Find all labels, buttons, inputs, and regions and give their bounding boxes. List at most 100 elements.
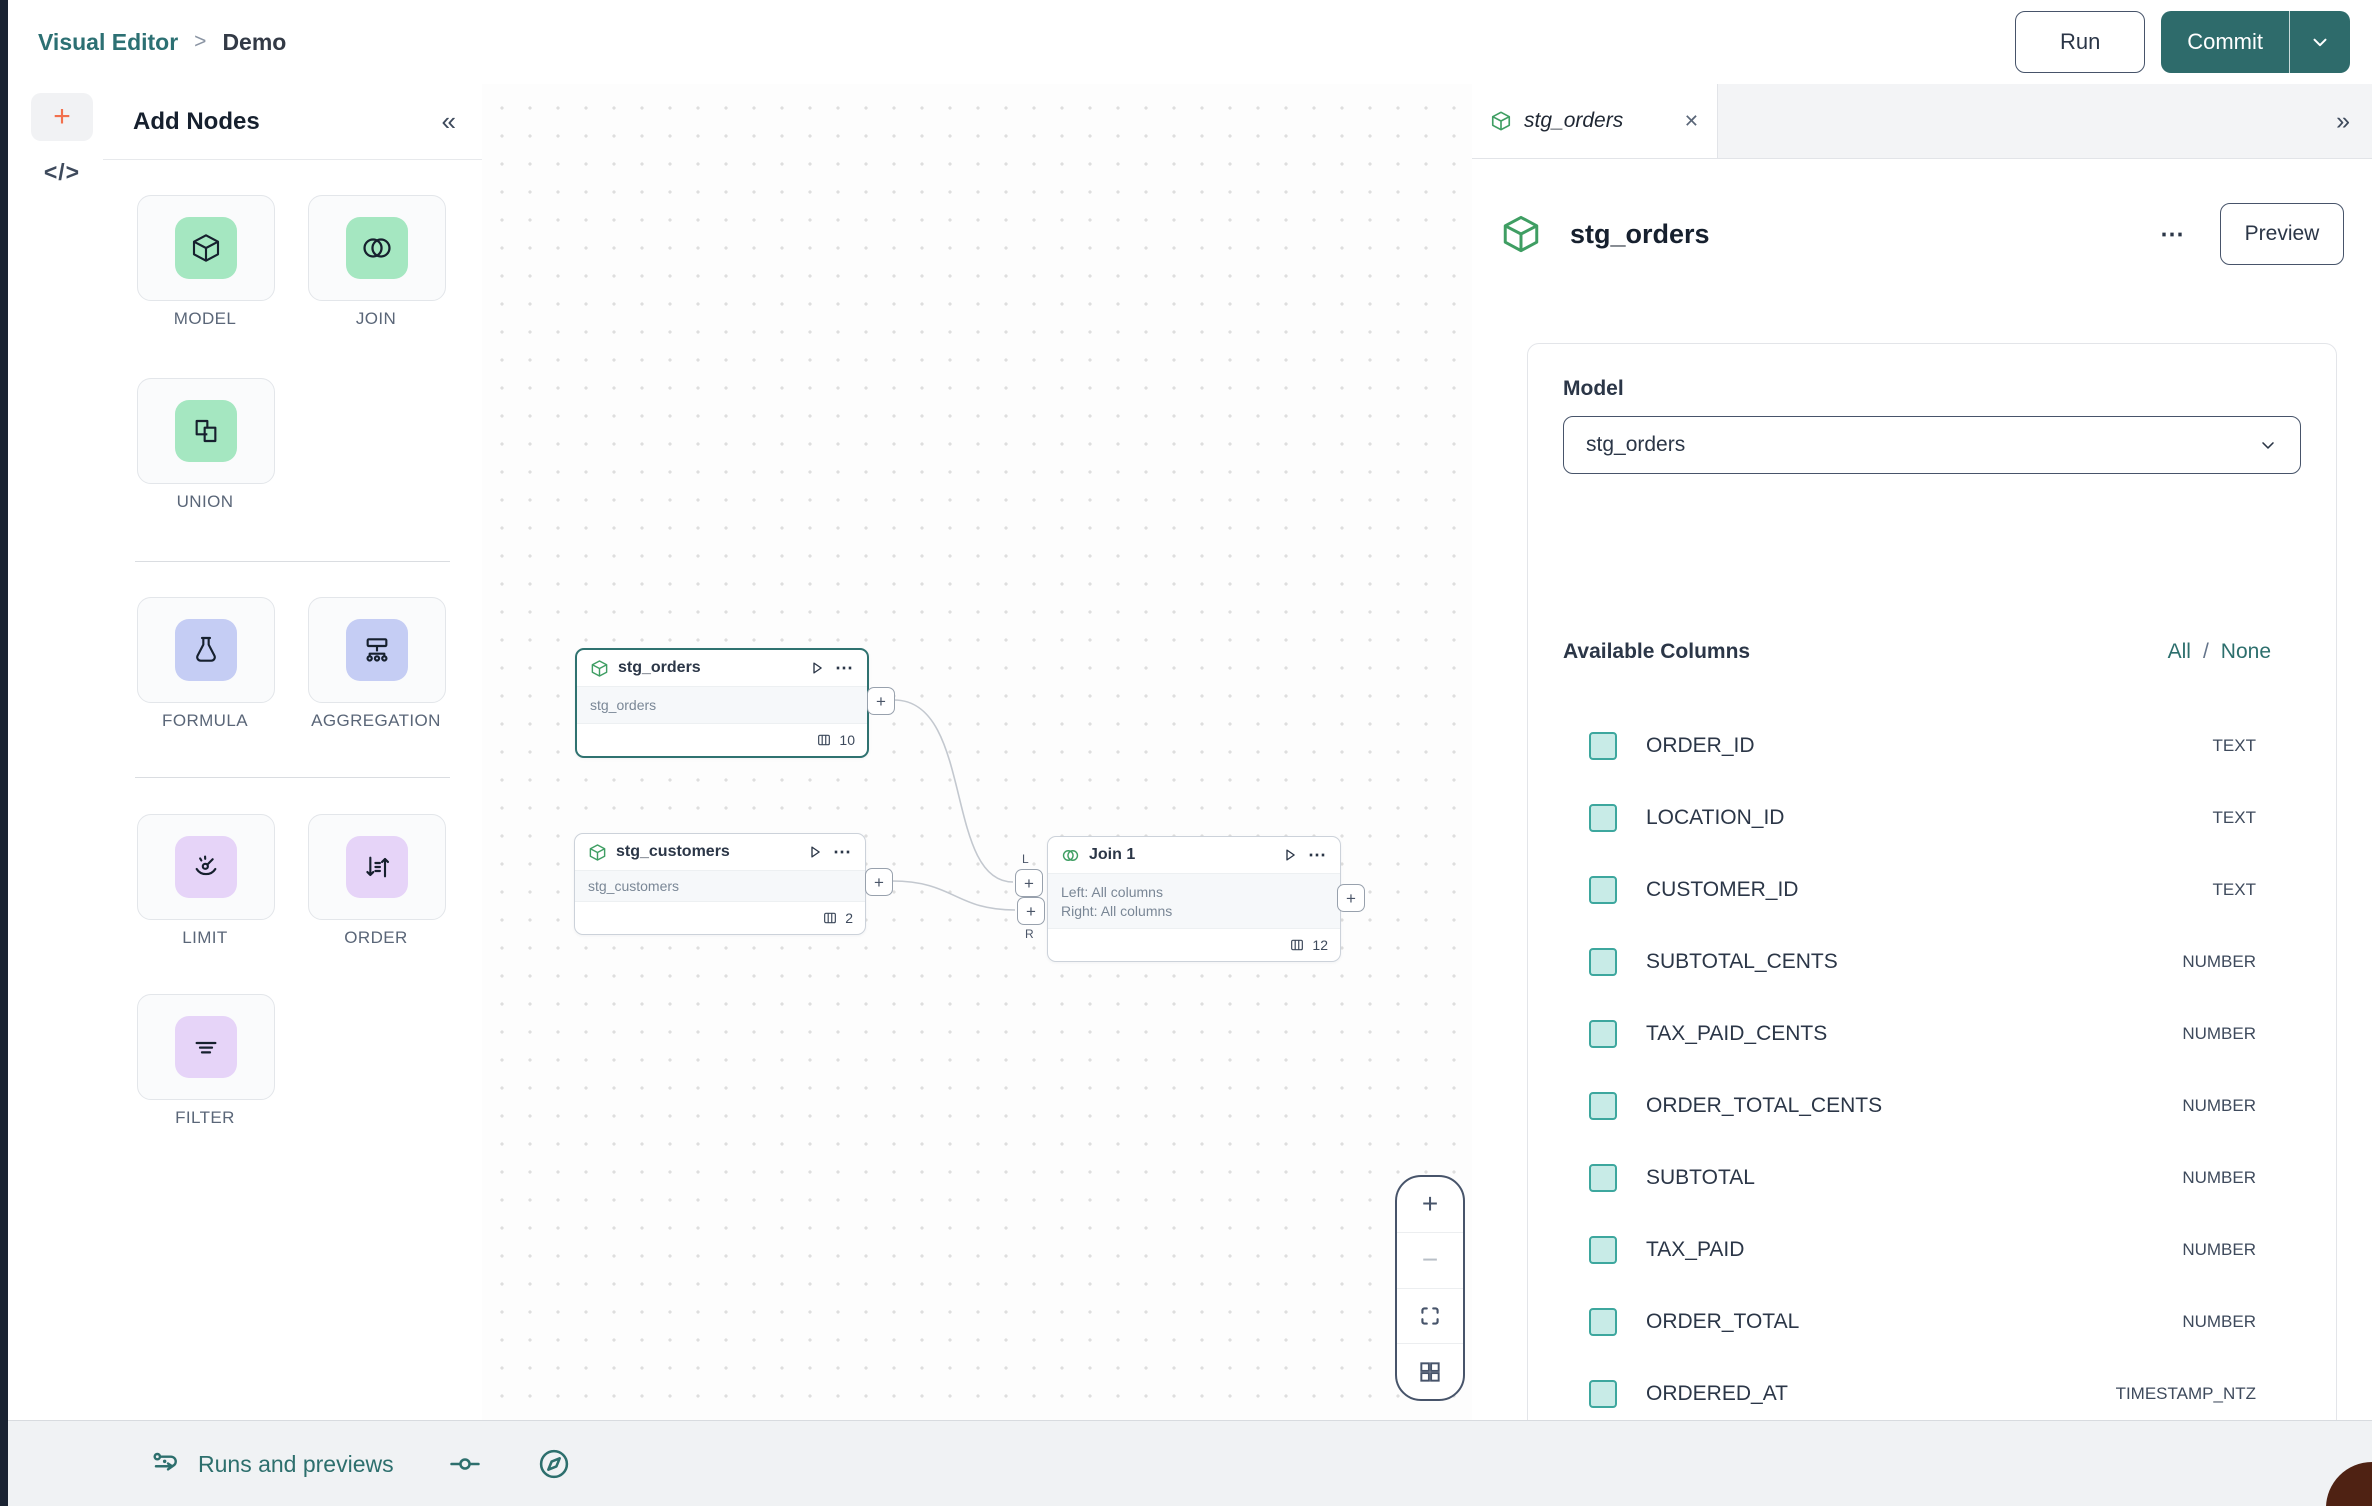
canvas-node-join-1[interactable]: Join 1 ⋯ Left: All columns Right: All co… xyxy=(1047,836,1341,962)
select-none-link[interactable]: None xyxy=(2221,640,2271,664)
node-menu-icon[interactable]: ⋯ xyxy=(1308,845,1327,866)
column-checkbox[interactable] xyxy=(1589,1164,1617,1192)
left-icon-rail: + </> xyxy=(8,84,104,1420)
palette-item-order[interactable]: ORDER xyxy=(308,814,444,920)
join-left-port-label: L xyxy=(1022,852,1029,866)
column-checkbox[interactable] xyxy=(1589,1380,1617,1408)
model-select-value: stg_orders xyxy=(1586,433,2258,457)
stg-customers-output-port[interactable]: + xyxy=(865,868,893,896)
tab-stg-orders[interactable]: stg_orders ✕ xyxy=(1472,84,1718,158)
breadcrumb: Visual Editor > Demo xyxy=(38,29,286,56)
zoom-in-button[interactable]: + xyxy=(1397,1177,1463,1232)
palette-item-filter[interactable]: FILTER xyxy=(137,994,273,1100)
node-menu-icon[interactable]: ⋯ xyxy=(835,658,854,679)
columns-icon xyxy=(1289,937,1305,953)
column-checkbox[interactable] xyxy=(1589,732,1617,760)
select-separator: / xyxy=(2203,640,2209,664)
fit-view-button[interactable] xyxy=(1397,1288,1463,1344)
palette-item-join[interactable]: JOIN xyxy=(308,195,444,301)
close-tab-icon[interactable]: ✕ xyxy=(1684,111,1699,132)
topbar-actions: Run Commit xyxy=(2015,11,2350,73)
top-bar: Visual Editor > Demo Run Commit xyxy=(8,0,2372,85)
column-type: TEXT xyxy=(2213,736,2256,756)
preview-button[interactable]: Preview xyxy=(2220,203,2344,265)
column-type: TIMESTAMP_NTZ xyxy=(2116,1384,2256,1404)
model-select[interactable]: stg_orders xyxy=(1563,416,2301,474)
model-config-card: Model stg_orders Available Columns All /… xyxy=(1527,343,2337,1506)
column-row: TAX_PAID_CENTS NUMBER xyxy=(1528,998,2336,1070)
model-cube-icon xyxy=(1490,110,1512,132)
commit-dropdown-button[interactable] xyxy=(2289,11,2350,73)
canvas-node-stg-orders[interactable]: stg_orders ⋯ stg_orders 10 xyxy=(575,648,869,758)
palette-label-limit: LIMIT xyxy=(182,928,227,948)
runs-route-icon xyxy=(150,1448,182,1480)
flow-canvas[interactable]: stg_orders ⋯ stg_orders 10 + stg_cu xyxy=(482,84,1473,1420)
collapse-panel-icon[interactable]: « xyxy=(442,106,454,137)
auto-layout-button[interactable] xyxy=(1397,1343,1463,1399)
column-checkbox[interactable] xyxy=(1589,1236,1617,1264)
panel-title-row: stg_orders ⋯ Preview xyxy=(1500,202,2344,266)
column-checkbox[interactable] xyxy=(1589,1308,1617,1336)
node-config-panel: stg_orders ✕ » stg_orders ⋯ Preview Mode… xyxy=(1472,84,2372,1420)
runs-and-previews-label: Runs and previews xyxy=(198,1451,394,1478)
column-checkbox[interactable] xyxy=(1589,1092,1617,1120)
node-column-count: 12 xyxy=(1312,937,1328,953)
column-checkbox[interactable] xyxy=(1589,876,1617,904)
add-node-button[interactable]: + xyxy=(31,93,93,141)
model-field-label: Model xyxy=(1563,377,1624,401)
palette-item-limit[interactable]: LIMIT xyxy=(137,814,273,920)
columns-icon xyxy=(822,910,838,926)
run-node-icon[interactable] xyxy=(806,843,824,861)
palette-item-aggregation[interactable]: AGGREGATION xyxy=(308,597,444,703)
column-name: ORDERED_AT xyxy=(1646,1382,2116,1406)
commit-button[interactable]: Commit xyxy=(2161,11,2289,73)
breadcrumb-visual-editor[interactable]: Visual Editor xyxy=(38,29,178,56)
available-columns-header-row: Available Columns All / None xyxy=(1563,640,2271,664)
palette-label-order: ORDER xyxy=(344,928,407,948)
column-type: TEXT xyxy=(2213,880,2256,900)
run-button[interactable]: Run xyxy=(2015,11,2145,73)
node-title: Join 1 xyxy=(1089,846,1272,864)
fit-view-icon xyxy=(1417,1303,1443,1329)
node-column-count: 10 xyxy=(839,732,855,748)
node-title: stg_orders xyxy=(618,659,799,677)
breadcrumb-separator: > xyxy=(194,30,206,54)
column-row: TAX_PAID NUMBER xyxy=(1528,1214,2336,1286)
breadcrumb-demo: Demo xyxy=(222,29,286,56)
run-node-icon[interactable] xyxy=(808,659,826,677)
zoom-out-button[interactable]: − xyxy=(1397,1232,1463,1288)
column-name: CUSTOMER_ID xyxy=(1646,878,2213,902)
runs-and-previews[interactable]: Runs and previews xyxy=(150,1448,394,1480)
palette-item-model[interactable]: MODEL xyxy=(137,195,273,301)
join-right-input-port[interactable]: + xyxy=(1017,897,1045,925)
canvas-zoom-controls: + − xyxy=(1395,1175,1465,1401)
chevron-down-icon xyxy=(2258,435,2278,455)
canvas-node-stg-customers[interactable]: stg_customers ⋯ stg_customers 2 xyxy=(574,833,866,935)
select-all-link[interactable]: All xyxy=(2168,640,2191,664)
node-menu-icon[interactable]: ⋯ xyxy=(833,842,852,863)
code-view-button[interactable]: </> xyxy=(28,152,96,192)
palette-label-filter: FILTER xyxy=(175,1108,235,1128)
column-checkbox[interactable] xyxy=(1589,1020,1617,1048)
expand-panel-icon[interactable]: » xyxy=(2336,84,2348,158)
aggregation-tree-icon xyxy=(361,634,393,666)
column-type: NUMBER xyxy=(2182,1096,2256,1116)
join-left-input-port[interactable]: + xyxy=(1015,869,1043,897)
run-node-icon[interactable] xyxy=(1281,846,1299,864)
palette-label-aggregation: AGGREGATION xyxy=(311,711,441,731)
available-columns-title: Available Columns xyxy=(1563,640,1750,664)
palette-item-formula[interactable]: FORMULA xyxy=(137,597,273,703)
stg-orders-output-port[interactable]: + xyxy=(867,687,895,715)
compass-icon[interactable] xyxy=(536,1446,572,1482)
column-type: TEXT xyxy=(2213,808,2256,828)
column-checkbox[interactable] xyxy=(1589,804,1617,832)
limit-gauge-icon xyxy=(190,851,222,883)
commit-node-icon[interactable] xyxy=(448,1447,482,1481)
model-cube-icon xyxy=(588,843,607,862)
palette-item-union[interactable]: UNION xyxy=(137,378,273,484)
column-checkbox[interactable] xyxy=(1589,948,1617,976)
panel-menu-icon[interactable]: ⋯ xyxy=(2160,220,2186,249)
join-output-port[interactable]: + xyxy=(1337,884,1365,912)
column-row: SUBTOTAL_CENTS NUMBER xyxy=(1528,926,2336,998)
